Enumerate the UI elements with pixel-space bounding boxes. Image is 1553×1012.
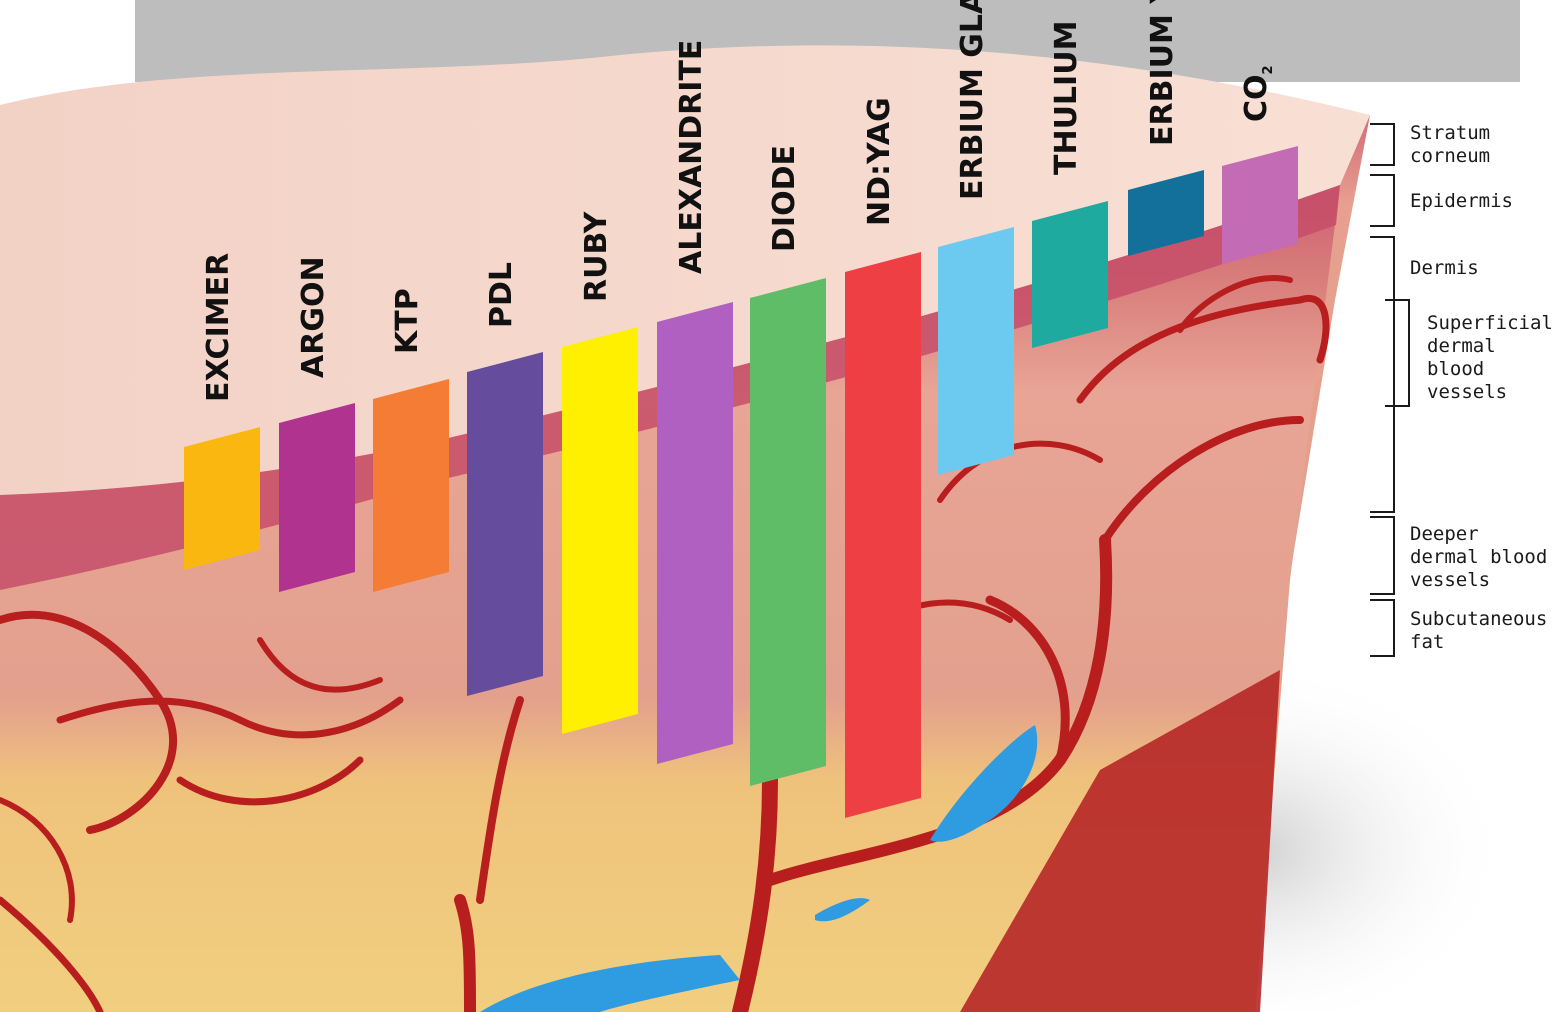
laser-name-text: RUBY [579, 212, 614, 302]
laser-name-text: EXCIMER [201, 253, 236, 402]
layer-label-epidermis: Epidermis [1410, 190, 1513, 213]
layer-label-superficial: Superficial dermal blood vessels [1427, 312, 1553, 404]
laser-name-text: KTP [390, 288, 425, 354]
laser-label-erbium-yag: ERBIUM YAG [1148, 0, 1178, 146]
layer-bracket-superficial [1385, 300, 1409, 406]
laser-label-ktp: KTP [393, 288, 423, 354]
laser-label-nd-yag: ND:YAG [865, 97, 895, 226]
laser-label-alexandrite: ALEXANDRITE [677, 40, 707, 274]
layer-bracket-dermis [1370, 237, 1394, 512]
laser-bar-argon [279, 403, 355, 592]
laser-bar-pdl [467, 352, 543, 696]
layer-label-stratum: Stratum corneum [1410, 122, 1490, 168]
laser-name-text: PDL [484, 262, 519, 328]
laser-bar-thulium [1032, 201, 1108, 348]
layer-label-dermis: Dermis [1410, 257, 1479, 280]
laser-bar-ruby [562, 327, 638, 734]
laser-bar-nd-yag [845, 252, 921, 818]
layer-label-deeper: Deeper dermal blood vessels [1410, 523, 1547, 592]
layer-bracket-subcutaneous [1370, 600, 1394, 656]
laser-label-excimer: EXCIMER [204, 253, 234, 402]
laser-name-subscript: 2 [1261, 65, 1276, 74]
laser-name-text: DIODE [767, 145, 802, 252]
layer-bracket-stratum [1370, 124, 1394, 165]
laser-name-text: ERBIUM GLASS [955, 0, 990, 200]
laser-bar-alexandrite [657, 302, 733, 764]
laser-name-text: ND:YAG [862, 97, 897, 226]
laser-name-text: THULIUM [1049, 21, 1084, 175]
laser-name-text: CO [1239, 74, 1274, 122]
laser-label-pdl: PDL [487, 262, 517, 328]
laser-bar-erbium-glass [938, 227, 1014, 475]
laser-label-erbium-glass: ERBIUM GLASS [958, 0, 988, 200]
laser-label-diode: DIODE [770, 145, 800, 252]
layer-brackets [1370, 124, 1409, 656]
layer-bracket-deeper [1370, 517, 1394, 594]
laser-name-text: ERBIUM YAG [1145, 0, 1180, 146]
layer-bracket-epidermis [1370, 175, 1394, 226]
laser-bar-ktp [373, 379, 449, 592]
laser-label-co: CO2 [1242, 65, 1275, 122]
laser-name-text: ALEXANDRITE [674, 40, 709, 274]
laser-bar-co [1222, 146, 1298, 264]
laser-bar-excimer [184, 427, 260, 570]
laser-label-argon: ARGON [299, 256, 329, 378]
laser-label-ruby: RUBY [582, 212, 612, 302]
laser-name-text: ARGON [296, 256, 331, 378]
laser-bar-diode [750, 278, 826, 786]
laser-label-thulium: THULIUM [1052, 21, 1082, 175]
layer-label-subcutaneous: Subcutaneous fat [1410, 608, 1547, 654]
